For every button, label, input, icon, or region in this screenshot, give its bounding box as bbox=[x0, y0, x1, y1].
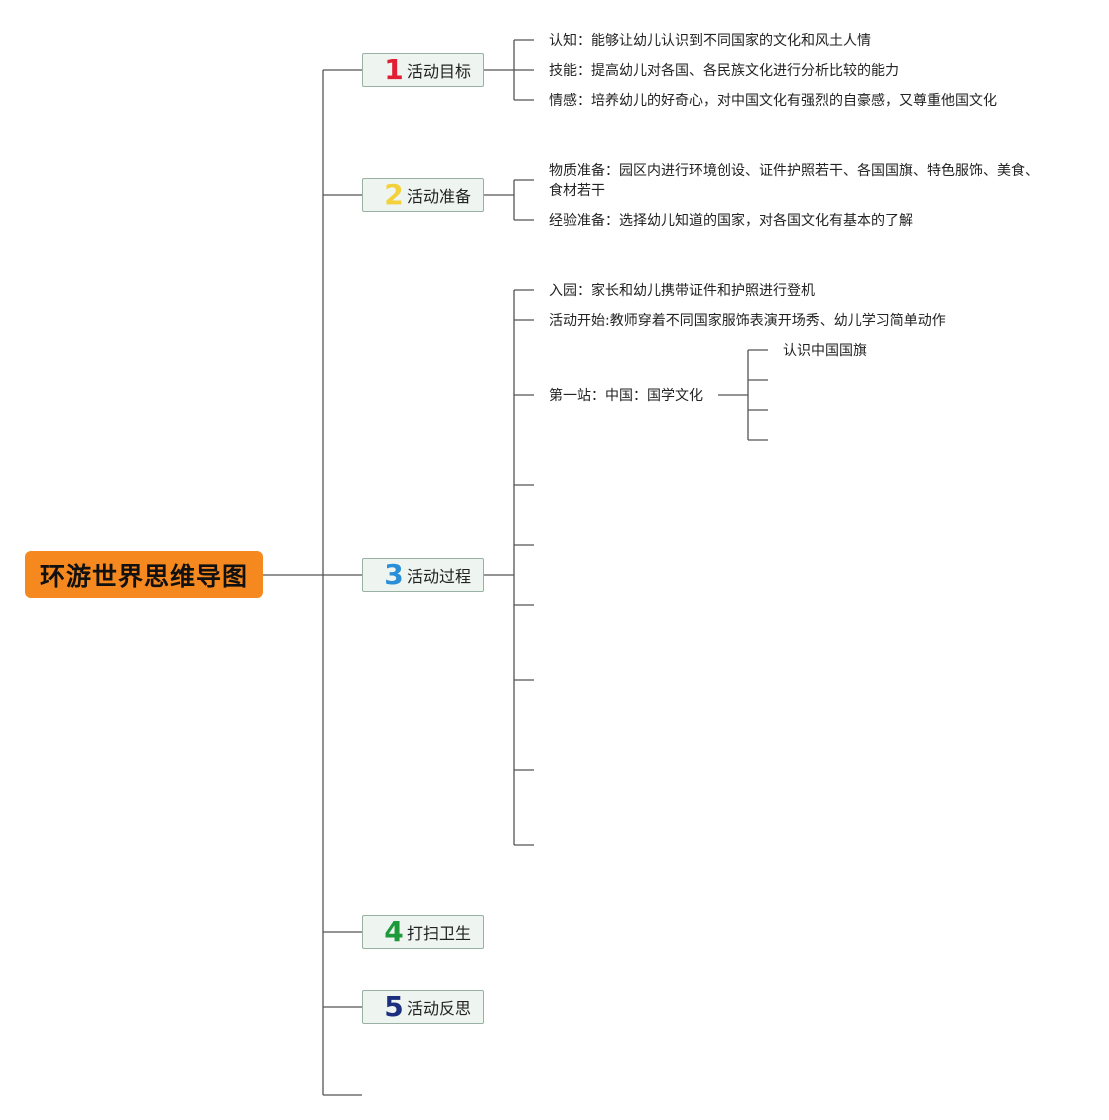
leaf-process-start[interactable]: 活动开始:教师穿着不同国家服饰表演开场秀、幼儿学习简单动作 bbox=[549, 313, 946, 329]
branch-label-cleanup: 打扫卫生 bbox=[407, 924, 472, 943]
branch-number-1: 1 bbox=[384, 53, 404, 86]
branch-number-4: 4 bbox=[384, 915, 404, 948]
branch-label-reflection: 活动反思 bbox=[407, 999, 472, 1018]
root-node[interactable]: 环游世界思维导图 bbox=[25, 551, 263, 598]
branch-label-preparation: 活动准备 bbox=[407, 187, 472, 206]
leaf-goal-cognition[interactable]: 认知：能够让幼儿认识到不同国家的文化和风土人情 bbox=[549, 33, 871, 49]
leaf-china-flag[interactable]: 认识中国国旗 bbox=[783, 343, 867, 359]
branch-activity-preparation[interactable]: 2 活动准备 bbox=[362, 178, 484, 212]
leaf-prep-material[interactable]: 物质准备：园区内进行环境创设、证件护照若干、各国国旗、特色服饰、美食、食材若干 bbox=[549, 163, 1039, 199]
branch-activity-goals[interactable]: 1 活动目标 bbox=[362, 53, 484, 87]
leaf-goal-emotion[interactable]: 情感：培养幼儿的好奇心，对中国文化有强烈的自豪感，又尊重他国文化 bbox=[549, 93, 997, 109]
leaf-prep-experience[interactable]: 经验准备：选择幼儿知道的国家，对各国文化有基本的了解 bbox=[549, 213, 913, 229]
leaf-process-station-china[interactable]: 第一站：中国：国学文化 bbox=[549, 388, 703, 404]
branch-activity-process[interactable]: 3 活动过程 bbox=[362, 558, 484, 592]
branch-cleanup[interactable]: 4 打扫卫生 bbox=[362, 915, 484, 949]
branch-label-process: 活动过程 bbox=[407, 567, 472, 586]
branch-number-3: 3 bbox=[384, 558, 404, 591]
root-label: 环游世界思维导图 bbox=[39, 561, 248, 591]
branch-label-goals: 活动目标 bbox=[407, 62, 472, 81]
leaf-process-entry[interactable]: 入园：家长和幼儿携带证件和护照进行登机 bbox=[549, 283, 815, 299]
leaf-goal-skill[interactable]: 技能：提高幼儿对各国、各民族文化进行分析比较的能力 bbox=[549, 63, 899, 79]
branch-reflection[interactable]: 5 活动反思 bbox=[362, 990, 484, 1024]
branch-number-2: 2 bbox=[384, 178, 404, 211]
branch-number-5: 5 bbox=[384, 990, 404, 1023]
